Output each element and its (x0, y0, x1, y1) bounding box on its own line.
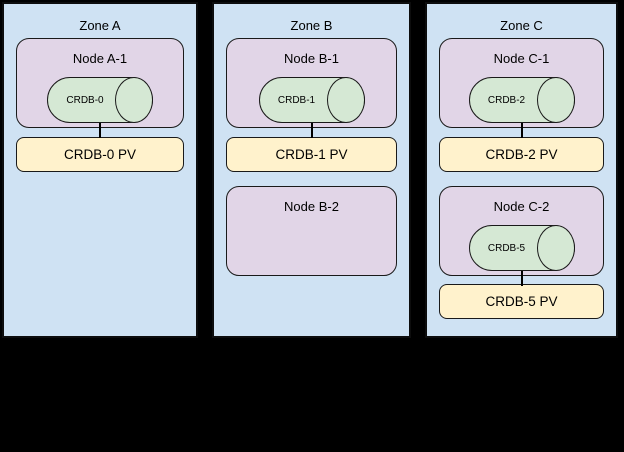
cylinder-end-cap (115, 77, 153, 123)
pod-to-pv-connector (520, 123, 523, 138)
node-c-2-title: Node C-2 (493, 199, 550, 214)
crdb-0-database-cylinder: CRDB-0 (47, 77, 153, 123)
zone-b: Zone B Node B-1 CRDB-1 CRDB-1 PV Node B-… (212, 2, 411, 338)
cylinder-end-cap (326, 77, 365, 123)
pod-to-pv-connector (310, 123, 313, 138)
crdb-1-pv-box: CRDB-1 PV (226, 137, 397, 172)
node-b-1: Node B-1 CRDB-1 (226, 38, 397, 128)
zone-b-title: Zone B (290, 18, 333, 33)
node-b-2: Node B-2 (226, 186, 397, 276)
crdb-2-pod-label: CRDB-2 (487, 94, 526, 106)
cylinder-end-cap (536, 77, 575, 123)
node-c-1: Node C-1 CRDB-2 (439, 38, 604, 128)
crdb-2-pv-label: CRDB-2 PV (485, 147, 558, 162)
node-a-1-title: Node A-1 (72, 51, 128, 66)
node-c-1-title: Node C-1 (493, 51, 550, 66)
crdb-0-pv-box: CRDB-0 PV (16, 137, 184, 172)
zone-a-title: Zone A (79, 18, 121, 33)
crdb-2-pv-box: CRDB-2 PV (439, 137, 604, 172)
crdb-2-database-cylinder: CRDB-2 (468, 77, 575, 123)
node-b-1-title: Node B-1 (284, 51, 339, 66)
crdb-5-pv-label: CRDB-5 PV (485, 294, 558, 309)
zone-a: Zone A Node A-1 CRDB-0 CRDB-0 PV (2, 2, 198, 338)
crdb-1-database-cylinder: CRDB-1 (258, 77, 365, 123)
pod-to-pv-connector (520, 271, 523, 286)
crdb-1-pv-label: CRDB-1 PV (275, 147, 348, 162)
cylinder-end-cap (536, 225, 575, 271)
crdb-5-database-cylinder: CRDB-5 (468, 225, 575, 271)
node-a-1: Node A-1 CRDB-0 (16, 38, 184, 128)
zone-c-title: Zone C (500, 18, 543, 33)
node-b-2-title: Node B-2 (284, 199, 339, 214)
crdb-1-pod-label: CRDB-1 (277, 94, 316, 106)
crdb-5-pv-box: CRDB-5 PV (439, 284, 604, 319)
crdb-0-pod-label: CRDB-0 (66, 94, 104, 106)
node-c-2: Node C-2 CRDB-5 (439, 186, 604, 276)
crdb-5-pod-label: CRDB-5 (487, 242, 526, 254)
zone-c: Zone C Node C-1 CRDB-2 CRDB-2 PV Node C-… (425, 2, 618, 338)
crdb-0-pv-label: CRDB-0 PV (63, 147, 136, 162)
pod-to-pv-connector (99, 123, 101, 138)
